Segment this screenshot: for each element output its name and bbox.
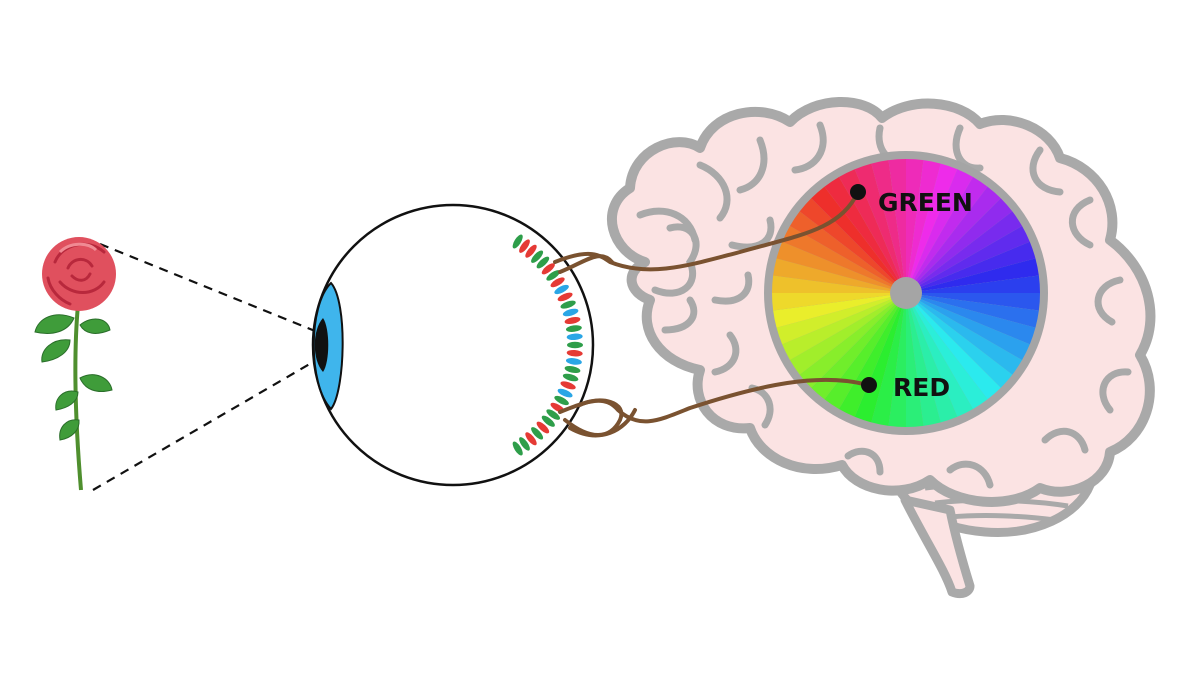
color-wheel-wedge [799, 293, 906, 388]
cone-cell [531, 427, 544, 440]
color-wheel-wedge [824, 176, 906, 293]
color-wheel-wedge [888, 159, 906, 293]
label-red: RED [893, 373, 950, 402]
cone-cell [557, 292, 573, 302]
color-wheel-wedge [773, 293, 906, 328]
cone-cell [525, 244, 537, 258]
green-signal-dot [850, 184, 866, 200]
color-wheel-wedge [906, 293, 1030, 360]
color-wheel-wedge [906, 293, 924, 427]
color-wheel-wedge [906, 293, 1013, 388]
color-wheel-wedge [906, 241, 1036, 293]
color-wheel-wedge [871, 160, 906, 293]
ray-top-to-lens [99, 242, 321, 335]
color-wheel-wedge [811, 186, 906, 293]
color-wheel-wedge [789, 293, 906, 375]
rose-petals [46, 242, 106, 306]
color-wheel-wedge [906, 211, 1023, 293]
cone-cell [566, 349, 583, 357]
color-wheel-wedge [789, 211, 906, 293]
color-wheel-wedge [799, 198, 906, 293]
red-signal-dot [861, 377, 877, 393]
eyeball-icon [311, 203, 595, 487]
nerve-green-b [558, 254, 614, 274]
eyeball [311, 203, 595, 487]
color-wheel-wedge [906, 160, 941, 293]
cone-cell [536, 421, 550, 434]
color-wheel-wedge [906, 226, 1030, 293]
cone-cell [560, 300, 576, 309]
color-wheel-wedge [906, 293, 988, 410]
cone-cell [512, 234, 523, 249]
color-wheel-wedge [871, 293, 906, 426]
cone-cell [541, 415, 555, 427]
cone-cell [525, 432, 537, 446]
cone-cell [546, 409, 561, 420]
color-wheel-wedge [772, 275, 906, 293]
color-wheel-wedge [906, 293, 958, 423]
cone-cell [557, 388, 573, 398]
cone-cell [567, 341, 583, 349]
cone-cell [536, 256, 550, 269]
color-wheel-wedge [906, 163, 958, 293]
cone-cell [519, 437, 530, 451]
label-green: GREEN [878, 188, 973, 217]
color-wheel-wedge [906, 293, 941, 426]
cone-cell [565, 358, 582, 365]
cone-cell [554, 284, 569, 295]
cone-cell [519, 239, 530, 253]
cone-cell [565, 325, 582, 332]
pupil [314, 318, 329, 372]
cone-cell [566, 333, 583, 341]
optic-nerves [553, 190, 870, 438]
color-wheel-wedge [906, 258, 1039, 293]
cone-cell [541, 263, 555, 275]
color-wheel-wedge [811, 293, 906, 400]
color-wheel-wedge [854, 163, 906, 293]
color-wheel-wedge [906, 293, 1040, 311]
brain-gyri [636, 121, 1132, 489]
rose-icon [34, 237, 116, 491]
color-wheel-wedge [906, 293, 1039, 328]
rose-bloom [42, 237, 116, 311]
cone-cell [562, 308, 579, 317]
color-wheel-wedge [776, 241, 906, 293]
brain-stem [900, 495, 975, 599]
color-wheel-wedge [906, 186, 1001, 293]
color-wheel-wedge [906, 198, 1013, 293]
cone-cell [550, 277, 565, 288]
cone-cell [564, 316, 581, 325]
color-wheel-wedge [906, 169, 973, 293]
color-wheel-wedge [906, 293, 1001, 400]
cone-cell [546, 270, 561, 281]
color-wheel-wedge [906, 275, 1040, 293]
color-wheel-wedge [773, 258, 906, 293]
color-wheel-wedge [906, 293, 1023, 375]
ray-bottom-to-lens [92, 357, 321, 491]
cone-cell [564, 365, 581, 374]
rose-highlight [58, 242, 98, 254]
color-wheel-wedge [906, 159, 924, 293]
color-wheel-wedge [906, 293, 1036, 345]
color-wheel-wedge [906, 176, 988, 293]
color-wheel-wedge [906, 293, 973, 417]
nerve-red-c [568, 408, 637, 438]
color-wheel-wedge [782, 293, 906, 360]
color-wheel-center [890, 277, 922, 309]
color-wheel-wedge [839, 293, 906, 417]
color-wheel-wedge [888, 293, 906, 427]
cone-cell [531, 250, 544, 263]
rose-leaves [34, 314, 113, 441]
cone-cell [562, 373, 579, 382]
cone-cell [560, 381, 576, 390]
color-wheel-wedge [782, 226, 906, 293]
color-wheel-wedge [776, 293, 906, 345]
cone-cell [554, 395, 569, 406]
retina-cones [512, 234, 583, 456]
cone-cell [512, 441, 523, 456]
color-wheel-wedge [772, 293, 906, 311]
